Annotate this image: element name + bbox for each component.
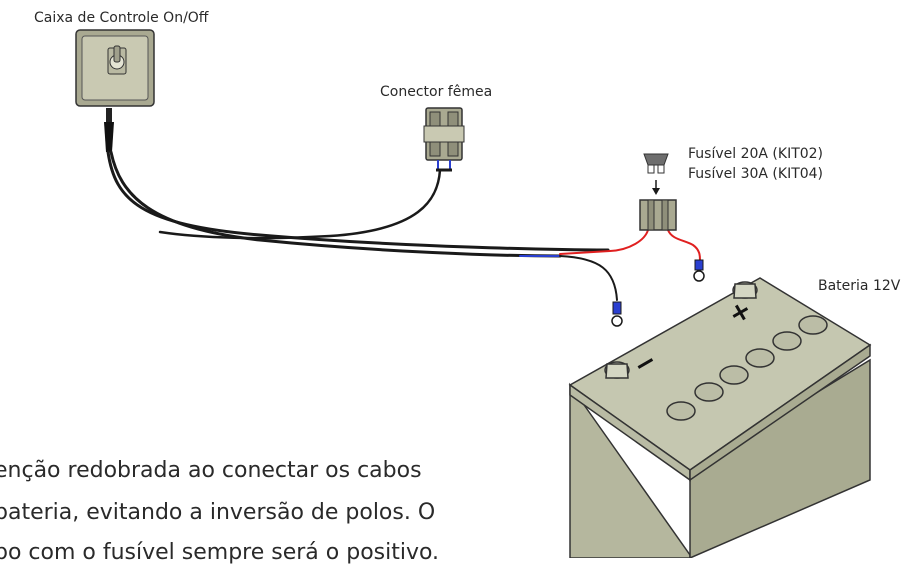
battery-label: Bateria 12V bbox=[818, 278, 901, 294]
toggle-switch-icon bbox=[107, 45, 127, 75]
cable-main bbox=[106, 150, 610, 258]
fuse-holder bbox=[639, 199, 677, 231]
warning-note-line-1: enção redobrada ao conectar os cabos bbox=[0, 458, 422, 483]
female-connector-label: Conector fêmea bbox=[380, 84, 493, 100]
fuse-20a-label: Fusível 20A (KIT02) bbox=[688, 146, 824, 162]
female-connector bbox=[423, 107, 465, 172]
fuse-30a-label: Fusível 30A (KIT04) bbox=[688, 166, 824, 182]
red-wire bbox=[559, 229, 701, 261]
control-box-label: Caixa de Controle On/Off bbox=[34, 10, 209, 26]
battery bbox=[568, 277, 872, 558]
warning-note-line-3: po com o fusível sempre será o positivo. bbox=[0, 540, 440, 565]
arrow-down-icon bbox=[652, 180, 660, 195]
fuse-icon bbox=[643, 153, 669, 174]
black-wire bbox=[519, 255, 618, 301]
warning-note-line-2: bateria, evitando a inversão de polos. O bbox=[0, 500, 436, 525]
ring-terminal-icon bbox=[611, 301, 623, 327]
ring-terminal-icon bbox=[693, 259, 705, 282]
control-box bbox=[75, 29, 155, 152]
